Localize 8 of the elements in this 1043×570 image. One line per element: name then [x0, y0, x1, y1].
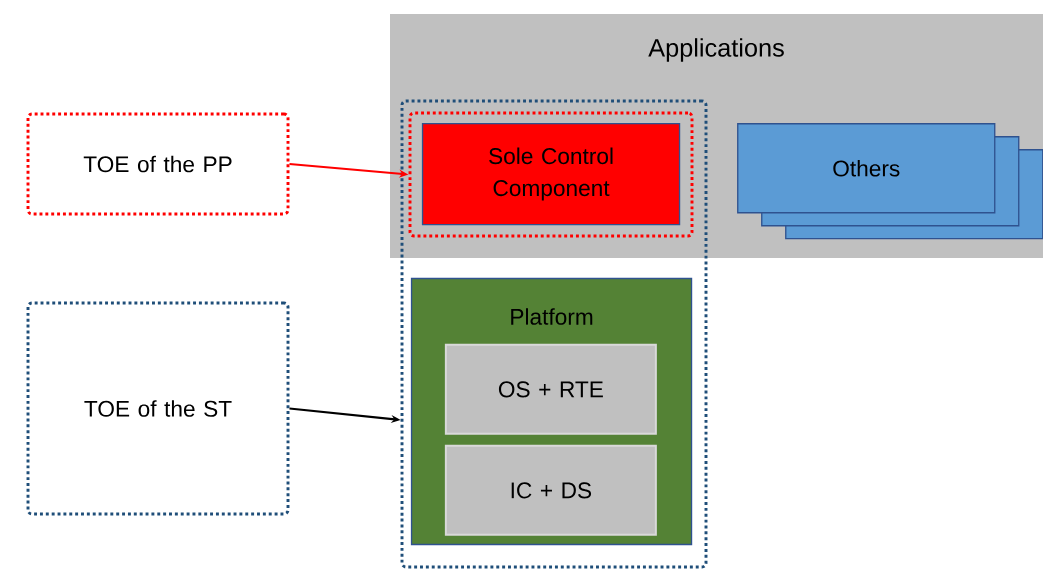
dotted-boundary-box: TOE of the ST [26, 301, 290, 516]
layer-box: IC + DS [444, 444, 657, 536]
layer-box: OS + RTE [444, 343, 657, 435]
component-box: Sole Control Component [421, 122, 681, 226]
dotted-boundary-box [408, 111, 694, 238]
stacked-boxes: Others [737, 123, 1043, 240]
dotted-boundary-box: TOE of the PP [26, 112, 290, 216]
dotted-boundary-box [400, 99, 708, 569]
